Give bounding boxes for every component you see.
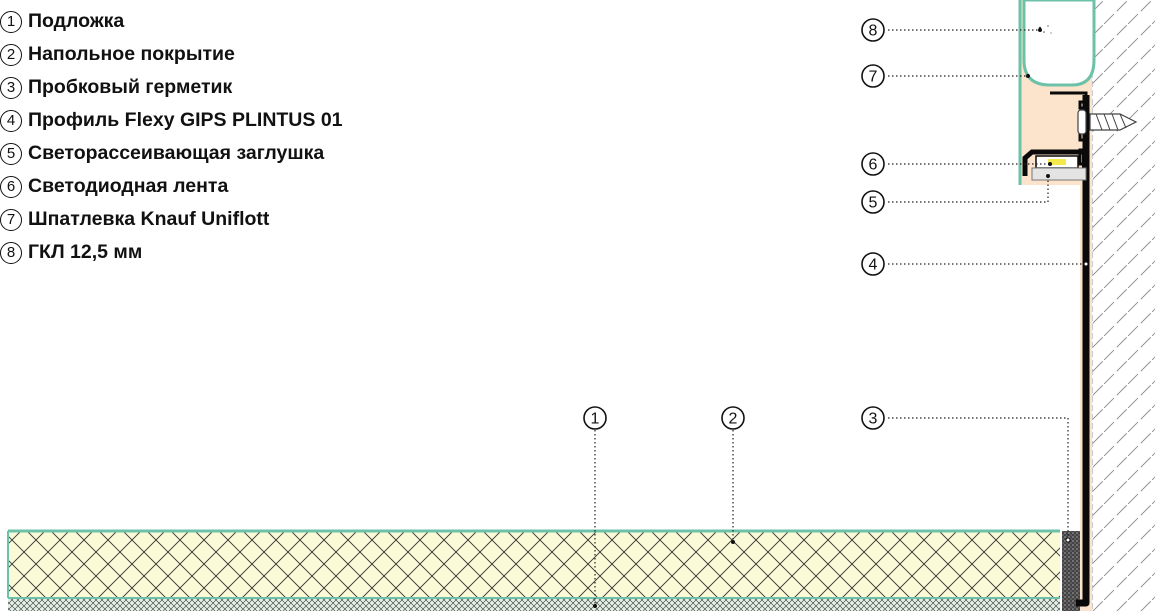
legend-item-floor-covering: 2 Напольное покрытие	[0, 38, 343, 71]
svg-text:7: 7	[869, 69, 878, 86]
svg-text:5: 5	[869, 195, 878, 212]
legend-label: Светорассеивающая заглушка	[28, 142, 325, 164]
legend-number: 1	[0, 10, 22, 33]
legend-label: Напольное покрытие	[28, 43, 235, 65]
screw-icon	[1077, 109, 1138, 135]
legend-number: 6	[0, 175, 22, 198]
legend-label: Шпатлевка Knauf Uniflott	[28, 208, 270, 230]
callout-1: 1	[583, 406, 607, 430]
floor-covering	[7, 529, 1060, 599]
legend-number: 8	[0, 241, 22, 264]
svg-text:3: 3	[869, 411, 878, 428]
underlay	[8, 599, 1060, 611]
callout-7: 7	[861, 64, 885, 88]
legend-item-diffuser: 5 Светорассеивающая заглушка	[0, 137, 343, 170]
callout-2: 2	[721, 406, 745, 430]
legend-item-gypsum-board: 8 ГКЛ 12,5 мм	[0, 236, 343, 269]
diffuser-cap	[1031, 167, 1087, 181]
svg-text:6: 6	[869, 157, 878, 174]
legend-item-cork-sealant: 3 Пробковый герметик	[0, 71, 343, 104]
legend: 1 Подложка 2 Напольное покрытие 3 Пробко…	[0, 5, 343, 269]
svg-text:1: 1	[591, 411, 600, 428]
wall	[1091, 0, 1155, 611]
legend-label: Подложка	[28, 10, 125, 32]
legend-label: Профиль Flexy GIPS PLINTUS 01	[28, 109, 343, 131]
legend-item-profile: 4 Профиль Flexy GIPS PLINTUS 01	[0, 104, 343, 137]
svg-text:8: 8	[869, 23, 878, 40]
legend-number: 4	[0, 109, 22, 132]
callout-8: 8	[861, 18, 885, 42]
led-strip	[1035, 155, 1079, 169]
legend-number: 3	[0, 76, 22, 99]
legend-label: ГКЛ 12,5 мм	[28, 241, 143, 263]
legend-number: 7	[0, 208, 22, 231]
callout-4: 4	[861, 252, 885, 276]
legend-number: 5	[0, 142, 22, 165]
legend-number: 2	[0, 43, 22, 66]
legend-label: Пробковый герметик	[28, 76, 233, 98]
svg-text:4: 4	[869, 257, 878, 274]
callout-5: 5	[861, 190, 885, 214]
legend-item-led-strip: 6 Светодиодная лента	[0, 170, 343, 203]
callout-dots	[593, 28, 1089, 608]
callout-3: 3	[861, 406, 885, 430]
cork-sealant	[1062, 531, 1080, 611]
legend-label: Светодиодная лента	[28, 175, 229, 197]
callout-6: 6	[861, 152, 885, 176]
callout-leaders	[594, 29, 1086, 606]
svg-text:2: 2	[729, 411, 738, 428]
legend-item-underlay: 1 Подложка	[0, 5, 343, 38]
legend-item-putty: 7 Шпатлевка Knauf Uniflott	[0, 203, 343, 236]
